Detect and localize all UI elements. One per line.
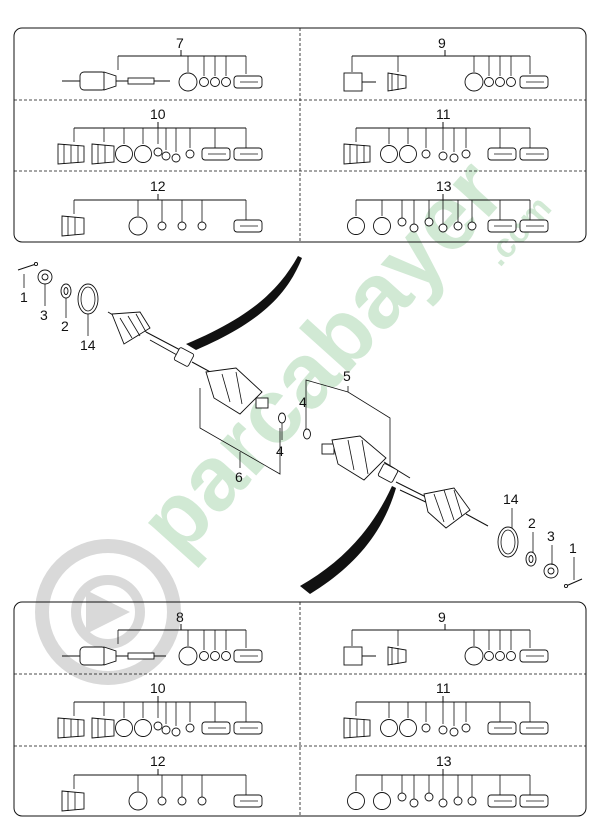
grease-tube-icon xyxy=(487,147,517,161)
shaft-assembly-icon xyxy=(62,71,170,91)
right-cotter-pin xyxy=(563,578,583,589)
main-exploded-view: 1 3 2 14 6 4 5 xyxy=(17,256,583,594)
bottom-kit-9: 9 xyxy=(343,609,549,666)
callout-5: 5 xyxy=(343,368,351,384)
bottom-kit-9-label: 9 xyxy=(438,609,446,625)
left-cotter-pin xyxy=(17,261,39,271)
grease-tube-icon xyxy=(519,147,549,161)
outer-joint-icon xyxy=(343,72,376,92)
boot-icon xyxy=(343,143,371,165)
bottom-kit-13: 13 xyxy=(347,753,549,810)
top-kit-10: 10 xyxy=(57,106,263,165)
grease-tube-icon xyxy=(201,721,231,735)
upper-arc-mark xyxy=(186,256,302,350)
grease-tube-icon xyxy=(519,794,549,808)
lower-arc-mark xyxy=(300,486,396,594)
callout-2-left: 2 xyxy=(61,318,69,334)
outer-joint-icon xyxy=(343,646,376,666)
grease-tube-icon xyxy=(519,219,549,233)
left-tone-ring-icon xyxy=(77,283,99,315)
callout-4-lower: 4 xyxy=(276,443,284,459)
right-washer-icon xyxy=(525,551,537,567)
bottom-kit-13-label: 13 xyxy=(436,753,452,769)
grease-tube-icon xyxy=(519,721,549,735)
top-kit-12: 12 xyxy=(61,178,263,237)
boot-icon xyxy=(387,72,407,92)
grease-tube-icon xyxy=(233,649,263,663)
boot-icon xyxy=(61,790,85,812)
callout-6: 6 xyxy=(235,469,243,485)
boot-icon xyxy=(343,717,371,739)
top-kit-7-label: 7 xyxy=(176,35,184,51)
bottom-kit-8: 8 xyxy=(62,609,263,666)
top-kit-13-label: 13 xyxy=(436,178,452,194)
grease-tube-icon xyxy=(519,75,549,89)
grease-tube-icon xyxy=(201,147,231,161)
grease-tube-icon xyxy=(233,75,263,89)
boot-icon xyxy=(91,717,115,739)
shaft-assembly-icon xyxy=(62,646,166,666)
bottom-kit-11: 11 xyxy=(343,680,549,739)
bottom-kit-11-label: 11 xyxy=(436,680,451,696)
bottom-kit-12: 12 xyxy=(61,753,263,812)
left-hub-nut-icon xyxy=(37,269,53,285)
bottom-kit-12-label: 12 xyxy=(150,753,166,769)
callout-3-left: 3 xyxy=(40,307,48,323)
grease-tube-icon xyxy=(233,721,263,735)
boot-icon xyxy=(61,215,85,237)
grease-tube-icon xyxy=(487,794,517,808)
callout-1-right: 1 xyxy=(569,540,577,556)
boot-icon xyxy=(57,143,85,165)
boot-icon xyxy=(57,717,85,739)
top-kit-11-label: 11 xyxy=(436,106,451,122)
top-kit-7: 7 xyxy=(62,35,263,92)
callout-14-right: 14 xyxy=(503,491,519,507)
top-kit-10-label: 10 xyxy=(150,106,166,122)
right-drive-shaft-assembly xyxy=(321,435,489,529)
callout-2-right: 2 xyxy=(528,515,536,531)
center-ring-right xyxy=(303,428,311,440)
center-ring-left xyxy=(278,412,286,424)
top-kit-panel: 7 9 xyxy=(13,27,587,243)
grease-tube-icon xyxy=(233,147,263,161)
top-kit-13: 13 xyxy=(347,178,549,235)
right-hub-nut-icon xyxy=(543,563,559,579)
grease-tube-icon xyxy=(233,219,263,233)
grease-tube-icon xyxy=(487,721,517,735)
bottom-kit-panel: 8 9 xyxy=(13,601,587,817)
bottom-kit-10-label: 10 xyxy=(150,680,166,696)
callout-4-upper: 4 xyxy=(299,394,307,410)
left-washer-icon xyxy=(60,283,72,299)
boot-icon xyxy=(91,143,115,165)
grease-tube-icon xyxy=(233,794,263,808)
callout-3-right: 3 xyxy=(547,528,555,544)
top-kit-12-label: 12 xyxy=(150,178,166,194)
grease-tube-icon xyxy=(487,219,517,233)
watermark-logo-icon xyxy=(35,539,181,685)
left-drive-shaft-assembly xyxy=(107,311,269,415)
top-kit-9-label: 9 xyxy=(438,35,446,51)
callout-14-left: 14 xyxy=(80,337,96,353)
top-kit-9: 9 xyxy=(343,35,549,92)
grease-tube-icon xyxy=(519,649,549,663)
boot-icon xyxy=(387,646,407,666)
right-tone-ring-icon xyxy=(497,526,519,558)
bottom-kit-10: 10 xyxy=(57,680,263,739)
top-kit-11: 11 xyxy=(343,106,549,165)
bottom-kit-8-label: 8 xyxy=(176,609,184,625)
callout-1-left: 1 xyxy=(20,289,28,305)
